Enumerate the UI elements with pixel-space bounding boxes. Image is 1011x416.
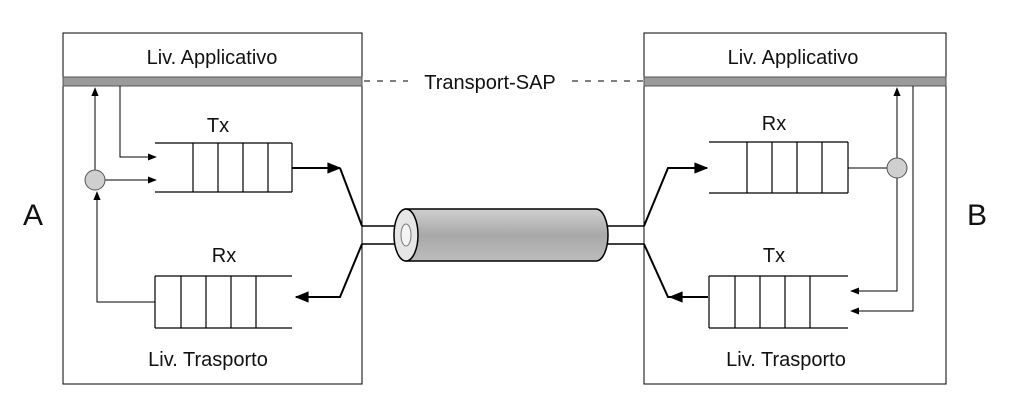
host-a-tx-label: Tx xyxy=(207,115,229,137)
host-a-transport-layer-label: Liv. Trasporto xyxy=(148,349,268,371)
host-b-rx-label: Rx xyxy=(762,113,786,135)
host-a-sap-bar xyxy=(62,76,363,87)
host-a-rx-queue xyxy=(154,275,292,329)
host-b-flows xyxy=(643,86,914,315)
sap-label: Transport-SAP xyxy=(424,72,556,94)
host-b-box xyxy=(643,32,947,385)
host-b-transport-layer-label: Liv. Trasporto xyxy=(726,349,846,371)
host-b-application-layer-label: Liv. Applicativo xyxy=(728,47,859,69)
host-a-name: A xyxy=(23,199,43,232)
host-a-application-layer-label: Liv. Applicativo xyxy=(147,47,278,69)
sap-link: Transport-SAP xyxy=(364,72,643,94)
host-a: Liv. Applicativo Tx Rx xyxy=(62,32,363,385)
host-a-rx-label: Rx xyxy=(212,245,236,267)
host-b: Liv. Applicativo Rx Tx xyxy=(643,32,947,385)
host-b-name: B xyxy=(967,199,987,232)
host-b-tx-queue xyxy=(708,275,848,329)
host-b-node xyxy=(886,157,908,179)
host-a-box xyxy=(62,32,363,385)
host-a-node xyxy=(84,169,106,191)
host-a-tx-queue xyxy=(155,142,293,193)
channel-cylinder xyxy=(405,208,609,262)
host-b-tx-label: Tx xyxy=(763,245,785,267)
channel xyxy=(362,208,644,262)
host-b-sap-bar xyxy=(643,76,947,87)
host-a-flows xyxy=(91,86,363,303)
host-b-rx-queue xyxy=(709,141,849,194)
